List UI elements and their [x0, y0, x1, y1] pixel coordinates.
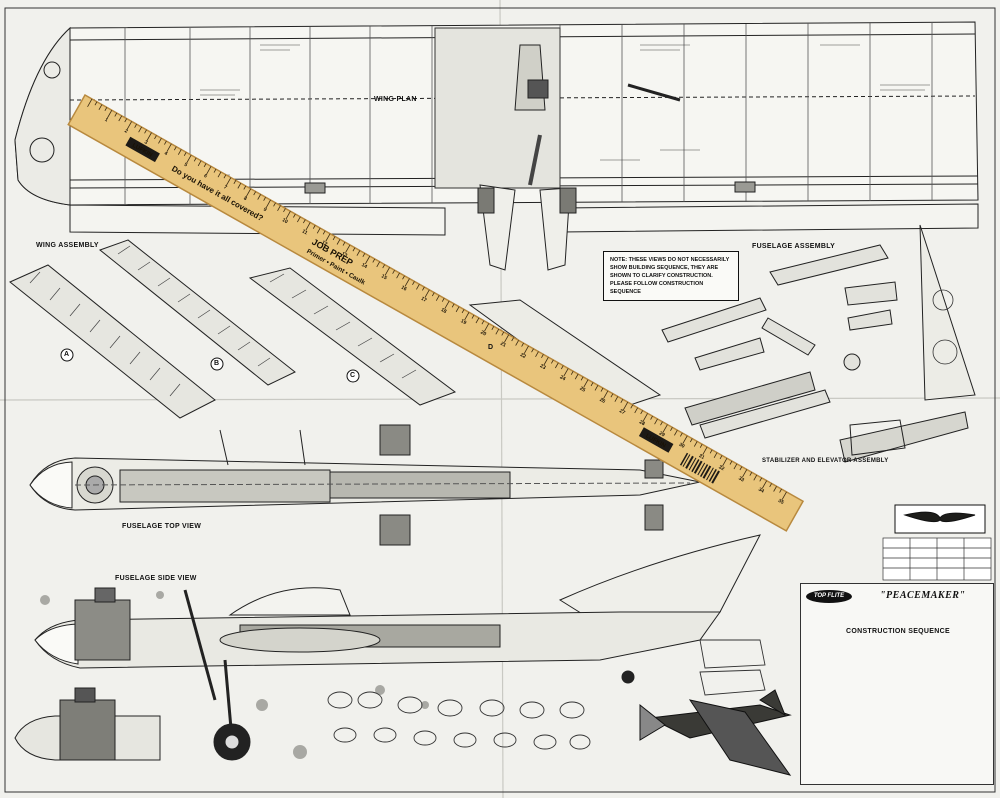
ruler-number: 28	[638, 419, 646, 427]
plan-title: "PEACEMAKER"	[880, 590, 966, 601]
ruler-number: 10	[281, 217, 289, 225]
ruler-number: 23	[539, 363, 547, 371]
parts-sheet	[327, 639, 766, 750]
ruler-barcode	[679, 452, 720, 484]
ruler-number: 27	[618, 408, 626, 416]
ruler-number: 5	[183, 162, 189, 169]
ruler-number: 21	[499, 341, 507, 349]
fuselage-assembly-parts	[661, 244, 969, 463]
prop-drawing	[894, 504, 986, 534]
note-line-4: PLEASE FOLLOW CONSTRUCTION SEQUENCE	[610, 281, 704, 295]
ruler-number: 1	[103, 117, 109, 124]
ruler-number: 19	[459, 318, 467, 326]
ruler-number: 31	[698, 453, 706, 461]
rudder-circles	[932, 289, 958, 365]
wing-assembly-panels	[9, 239, 662, 419]
ruler-brand-badge	[125, 136, 160, 163]
title-block	[800, 583, 994, 785]
ruler-number: 24	[559, 374, 567, 382]
ruler-number: 2	[123, 128, 129, 135]
note-line-1: NOTE: THESE VIEWS DO NOT NECESSARILY	[610, 257, 730, 263]
ruler-number: 22	[519, 352, 527, 360]
ruler-number: 34	[757, 487, 765, 495]
peacemaker-illustration	[639, 689, 792, 776]
ruler-number: 12	[321, 240, 329, 248]
ruler-numbers: 1234567891011121314151617181920212223242…	[103, 117, 784, 506]
step-a: A	[64, 351, 70, 358]
top-flite-logo: TOP FLITE	[806, 590, 852, 603]
ruler-number: 14	[360, 262, 368, 270]
fuselage-top-view	[29, 424, 701, 546]
ruler-number: 7	[223, 184, 229, 191]
ruler-number: 3	[143, 139, 149, 146]
ruler-number: 35	[777, 498, 785, 506]
ruler-number: 18	[440, 307, 448, 315]
plan-border	[4, 7, 996, 793]
label-wing-plan: WING PLAN	[374, 96, 417, 103]
ruler-number: 4	[163, 151, 169, 158]
construction-sequence-heading: CONSTRUCTION SEQUENCE	[846, 628, 950, 635]
ruler-number: 33	[737, 475, 745, 483]
step-b: B	[214, 360, 220, 367]
label-fuselage-top-view: FUSELAGE TOP VIEW	[122, 523, 202, 530]
label-wing-assembly: WING ASSEMBLY	[36, 242, 99, 249]
ruler-number: 32	[717, 464, 725, 472]
specs-table	[882, 537, 992, 581]
fuselage-side-view	[34, 534, 761, 761]
note-line-2: SHOW BUILDING SEQUENCE, THEY ARE	[610, 265, 719, 271]
ruler-number: 11	[301, 229, 309, 237]
label-stab-elevator: STABILIZER AND ELEVATOR ASSEMBLY	[762, 458, 889, 464]
ruler-number: 25	[579, 386, 587, 394]
construction-note: NOTE: THESE VIEWS DO NOT NECESSARILY SHO…	[603, 251, 739, 301]
ruler-number: 16	[400, 285, 408, 293]
ruler-number: 26	[598, 397, 606, 405]
step-c: C	[350, 372, 356, 379]
engine-installation	[14, 687, 161, 761]
ruler-number: 15	[380, 273, 388, 281]
label-fuselage-assembly: FUSELAGE ASSEMBLY	[752, 243, 836, 250]
ruler-number: 13	[340, 251, 348, 259]
label-fuselage-side-view: FUSELAGE SIDE VIEW	[115, 575, 197, 582]
ruler-number: 20	[479, 330, 487, 338]
ruler-number: 29	[658, 431, 666, 439]
note-line-3: SHOWN TO CLARIFY CONSTRUCTION.	[610, 273, 713, 279]
step-d: D	[488, 344, 494, 351]
ruler-brand-badge-2	[638, 427, 674, 453]
ruler-ticks	[87, 98, 787, 500]
ruler-number: 30	[678, 442, 686, 450]
ruler-number: 9	[262, 207, 268, 214]
ruler-number: 6	[203, 173, 209, 180]
ruler-number: 8	[242, 195, 248, 202]
wing-annotations	[180, 44, 930, 176]
ruler-number: 17	[420, 296, 428, 304]
